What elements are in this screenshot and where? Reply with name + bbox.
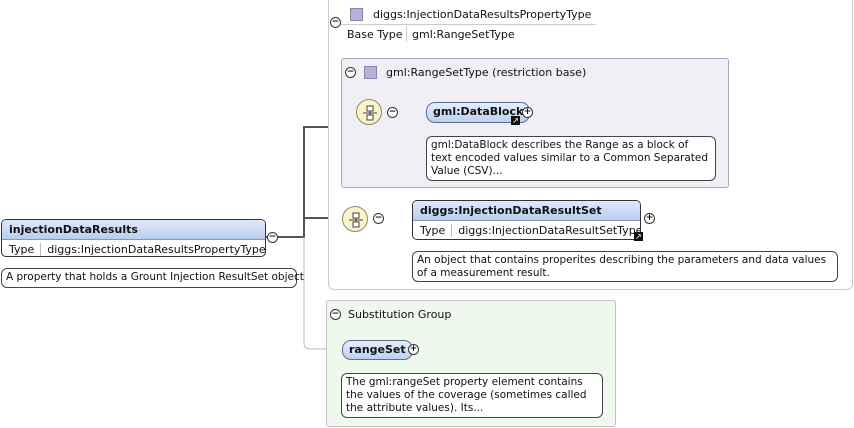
substitution-collapse-toggle[interactable]: − bbox=[330, 309, 341, 320]
root-type-row: Type diggs:InjectionDataResultsPropertyT… bbox=[2, 240, 266, 256]
range-set-annotation: The gml:rangeSet property element contai… bbox=[341, 373, 603, 418]
root-element-name: injectionDataResults bbox=[2, 220, 265, 240]
root-annotation: A property that holds a Grount Injection… bbox=[1, 268, 304, 288]
result-set-annotation: An object that contains properites descr… bbox=[412, 251, 838, 282]
result-set-name: diggs:InjectionDataResultSet bbox=[413, 201, 640, 221]
root-type-value: diggs:InjectionDataResultsPropertyType bbox=[47, 243, 266, 256]
range-set-expand-toggle[interactable]: + bbox=[408, 344, 419, 355]
result-set-type-value: diggs:InjectionDataResultSetType bbox=[458, 224, 641, 237]
complex-type-icon bbox=[350, 8, 363, 21]
base-type-key: Base Type bbox=[347, 28, 403, 41]
range-set-node[interactable]: rangeSet bbox=[342, 340, 413, 360]
reference-link-icon[interactable]: ↗ bbox=[511, 116, 520, 125]
range-set-label: rangeSet bbox=[349, 343, 406, 356]
complex-type-icon bbox=[364, 66, 377, 79]
root-type-key: Type bbox=[9, 243, 42, 256]
type-panel-collapse-toggle[interactable]: − bbox=[330, 17, 341, 28]
divider bbox=[341, 24, 596, 25]
data-block-expand-toggle[interactable]: + bbox=[522, 107, 533, 118]
result-set-element[interactable]: diggs:InjectionDataResultSet Type diggs:… bbox=[412, 200, 641, 240]
sequence-compositor-icon[interactable] bbox=[356, 99, 382, 125]
type-panel-title: diggs:InjectionDataResultsPropertyType bbox=[373, 8, 592, 21]
base-panel-title: gml:RangeSetType (restriction base) bbox=[386, 66, 587, 79]
data-block-label: gml:DataBlock bbox=[433, 105, 524, 118]
sequence-icon bbox=[363, 105, 377, 121]
substitution-title: Substitution Group bbox=[348, 308, 452, 321]
sequence-collapse-toggle[interactable]: − bbox=[387, 107, 398, 118]
result-set-type-key: Type bbox=[420, 224, 453, 237]
data-block-annotation: gml:DataBlock describes the Range as a b… bbox=[426, 136, 716, 181]
data-block-node[interactable]: gml:DataBlock bbox=[426, 102, 531, 123]
result-set-expand-toggle[interactable]: + bbox=[644, 213, 655, 224]
sequence-compositor-icon[interactable] bbox=[342, 206, 368, 232]
root-collapse-toggle[interactable]: − bbox=[267, 232, 278, 243]
divider bbox=[406, 26, 407, 42]
base-type-value: gml:RangeSetType bbox=[412, 28, 515, 41]
root-element-box[interactable]: injectionDataResults Type diggs:Injectio… bbox=[1, 219, 266, 257]
result-set-type-row: Type diggs:InjectionDataResultSetType bbox=[413, 221, 641, 239]
base-panel-collapse-toggle[interactable]: − bbox=[345, 67, 356, 78]
reference-link-icon[interactable]: ↗ bbox=[634, 232, 643, 241]
sequence-icon bbox=[349, 212, 363, 228]
sequence-collapse-toggle[interactable]: − bbox=[373, 213, 384, 224]
